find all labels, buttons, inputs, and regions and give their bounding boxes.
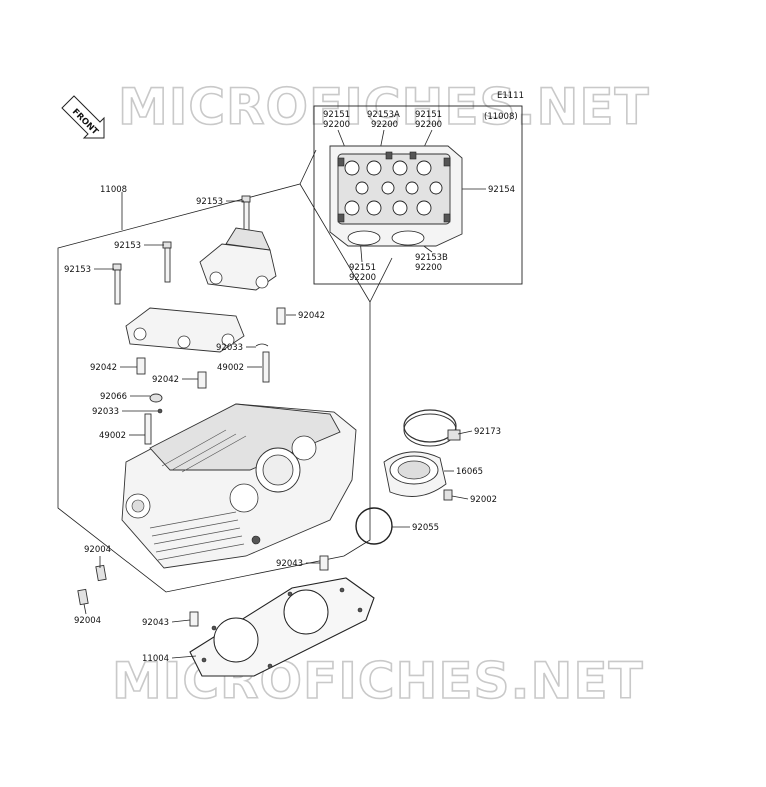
- watermark-top: MICROFICHES.NET: [118, 78, 650, 136]
- callout-92055: 92055: [412, 523, 439, 533]
- callout-92004-bottom: 92004: [74, 616, 101, 626]
- inset-label-1b: 92200: [323, 120, 350, 130]
- valve-49002-mid: [262, 351, 270, 383]
- cylinder-head: [121, 403, 357, 569]
- camshaft-cap-rear: [199, 227, 277, 291]
- stud-92004-top: [95, 564, 107, 582]
- stud-92004-bottom: [77, 588, 89, 606]
- head-gasket-11004: [189, 577, 375, 677]
- inset-label-right: 92154: [488, 185, 515, 195]
- holder-16065: [383, 451, 447, 497]
- clip-92033-left: [157, 408, 163, 414]
- clamp-92173: [403, 409, 461, 447]
- dowel-pin-92043-right: [319, 555, 329, 571]
- callout-11008: 11008: [100, 185, 127, 195]
- dowel-pin-92042-right: [276, 307, 286, 325]
- callout-92042-right: 92042: [298, 311, 325, 321]
- head-top-view: [329, 145, 463, 247]
- callout-92042-left: 92042: [90, 363, 117, 373]
- dowel-pin-92043-left: [189, 611, 199, 627]
- callout-92173: 92173: [474, 427, 501, 437]
- callout-92042-mid: 92042: [152, 375, 179, 385]
- inset-panel: (11008) 92151 92200 92153A 92200 92151 9…: [313, 105, 523, 285]
- diagram-code: E1111: [497, 91, 524, 101]
- inset-ref: (11008): [484, 112, 518, 122]
- inset-label-3b: 92200: [415, 120, 442, 130]
- valve-49002-left: [144, 413, 152, 445]
- callout-92033-mid: 92033: [216, 343, 243, 353]
- callout-92033-left: 92033: [92, 407, 119, 417]
- callout-92153-mid: 92153: [114, 241, 141, 251]
- callout-92004-top: 92004: [84, 545, 111, 555]
- inset-label-2a: 92153A: [367, 110, 400, 120]
- callout-92153-top: 92153: [196, 197, 223, 207]
- bolt-92153-mid: [162, 241, 172, 283]
- callout-49002-left: 49002: [99, 431, 126, 441]
- callout-11004: 11004: [142, 654, 169, 664]
- inset-label-5a: 92153B: [415, 253, 448, 263]
- inset-label-2b: 92200: [371, 120, 398, 130]
- callout-92153-left: 92153: [64, 265, 91, 275]
- watermark-bottom: MICROFICHES.NET: [112, 652, 644, 710]
- leader-lines: [83, 149, 473, 659]
- seal-92066: [149, 393, 163, 403]
- callout-92002: 92002: [470, 495, 497, 505]
- camshaft-cap-front: [125, 307, 245, 353]
- inset-label-1a: 92151: [323, 110, 350, 120]
- dowel-pin-92042-mid: [197, 371, 207, 389]
- callout-16065: 16065: [456, 467, 483, 477]
- inset-label-3a: 92151: [415, 110, 442, 120]
- callout-92043-right: 92043: [276, 559, 303, 569]
- bolt-92153-left: [112, 263, 122, 305]
- callout-49002-mid: 49002: [217, 363, 244, 373]
- front-arrow-icon: FRONT: [61, 95, 105, 139]
- inset-label-5b: 92200: [415, 263, 442, 273]
- inset-label-4b: 92200: [349, 273, 376, 283]
- callout-92043-left: 92043: [142, 618, 169, 628]
- o-ring-92055: [355, 507, 393, 545]
- assembly-outline: [57, 183, 371, 593]
- inset-label-4a: 92151: [349, 263, 376, 273]
- dowel-pin-92042-left: [136, 357, 146, 375]
- bolt-92002: [443, 489, 453, 501]
- clip-92033-mid: [255, 343, 269, 347]
- callout-92066: 92066: [100, 392, 127, 402]
